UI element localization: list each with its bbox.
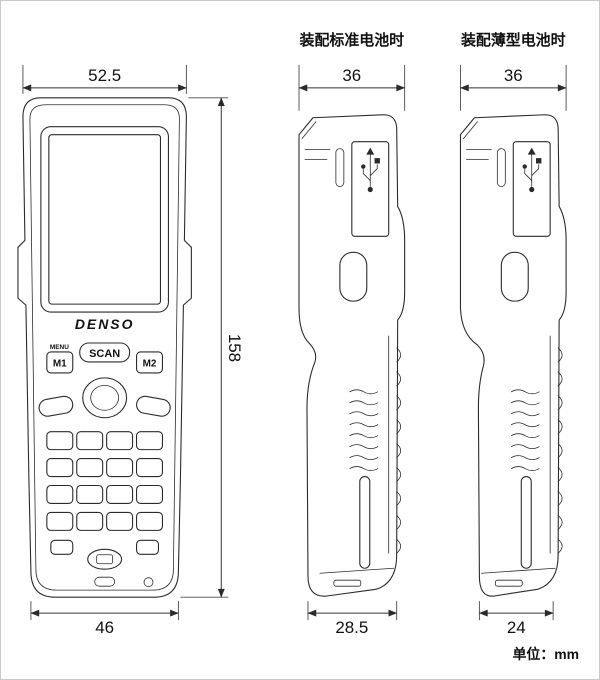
top-labels: 装配标准电池时 装配薄型电池时 [299, 31, 566, 49]
stylus-hole [143, 577, 154, 588]
key [76, 511, 104, 531]
bottom-pill [94, 576, 116, 587]
front-height-dim-label: 158 [225, 334, 244, 362]
right-function-key [136, 395, 171, 417]
m2-key-label: M2 [143, 358, 157, 369]
key [46, 484, 74, 505]
small-key-left [50, 539, 74, 555]
thin-battery-label: 装配薄型电池时 [460, 31, 566, 49]
side-thin-top-dim-label: 36 [504, 66, 523, 85]
power-key-icon [96, 554, 114, 565]
side-standard-dimensions: 36 28.5 [298, 64, 406, 637]
key [76, 431, 104, 451]
key [106, 431, 134, 451]
side-thin-outline [459, 114, 567, 597]
key [106, 511, 134, 531]
unit-label: 单位：mm [512, 646, 579, 662]
key [76, 484, 104, 505]
side-view-thin [459, 114, 567, 597]
left-function-key [38, 395, 74, 417]
m1-key [46, 351, 74, 374]
brand-logo: DENSO [75, 316, 135, 332]
nav-button-inner [90, 384, 120, 411]
standard-battery-label: 装配标准电池时 [299, 31, 405, 49]
key [135, 458, 164, 478]
key [106, 484, 134, 505]
screen-bezel [40, 126, 169, 313]
front-view: DENSO MENU M1 SCAN M2 [17, 97, 192, 598]
side-standard-outline [298, 114, 406, 597]
nav-button [82, 377, 128, 419]
side-standard-bottom-dim-label: 28.5 [335, 618, 368, 637]
key [135, 484, 164, 505]
menu-label: MENU [50, 344, 69, 351]
side-thin-dimensions: 36 24 [460, 64, 567, 637]
key [46, 511, 74, 531]
side-view-standard [298, 114, 406, 597]
side-thin-bottom-dim-label: 24 [507, 618, 526, 637]
screen [48, 134, 162, 305]
front-top-dim-label: 52.5 [88, 66, 121, 85]
key [46, 431, 74, 451]
side-standard-top-dim-label: 36 [342, 66, 361, 85]
front-outline [17, 97, 192, 598]
front-dimensions: 52.5 158 46 [22, 64, 244, 637]
keypad [46, 431, 164, 531]
m2-key [135, 351, 164, 374]
key [46, 458, 74, 478]
power-key [87, 548, 123, 570]
key [135, 431, 164, 451]
bottom-controls [50, 539, 160, 588]
side-thin-details [462, 121, 563, 587]
small-key-right [135, 539, 160, 555]
key [76, 458, 104, 478]
m1-key-label: M1 [53, 358, 67, 369]
front-bottom-dim-label: 46 [95, 618, 114, 637]
key [135, 511, 164, 531]
front-face-inner-line [29, 104, 180, 591]
side-standard-details [301, 121, 402, 587]
key [106, 458, 134, 478]
scan-key-label: SCAN [89, 348, 120, 360]
scan-key [79, 342, 131, 363]
